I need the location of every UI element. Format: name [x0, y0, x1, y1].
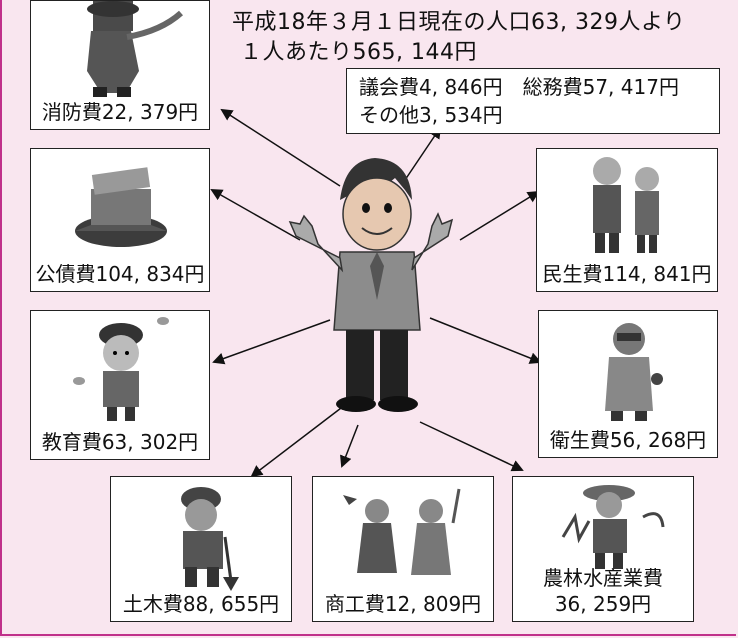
- arrow-debt: [210, 189, 301, 241]
- education-expense-box: 教育費63, 302円: [30, 310, 210, 460]
- per-capita-line: １人あたり565, 144円: [240, 40, 477, 65]
- welfare-expense-box: 民生費114, 841円: [536, 148, 718, 292]
- council-general-box: 議会費4, 846円 総務費57, 417円 その他3, 534円: [346, 68, 720, 134]
- student-icon: [73, 317, 169, 421]
- agriculture-expense-box: 農林水産業費 36, 259円: [512, 476, 694, 622]
- arrow-civil: [250, 404, 346, 478]
- arrow-commerce: [340, 424, 359, 468]
- arrow-council: [404, 126, 442, 181]
- merchants-icon: [343, 488, 461, 575]
- debt-expense-label: 公債費104, 834円: [35, 262, 205, 286]
- population-line: 平成18年３月１日現在の人口63, 329人より: [232, 10, 686, 35]
- doctor-icon: [605, 323, 663, 421]
- firefighter-icon: [87, 1, 184, 97]
- farmer-icon: [561, 485, 665, 569]
- education-expense-label: 教育費63, 302円: [41, 430, 199, 454]
- arrow-education: [212, 319, 331, 365]
- elderly-couple-icon: [593, 157, 659, 253]
- agriculture-expense-label: 農林水産業費 36, 259円: [513, 565, 693, 617]
- civil-engineering-expense-box: 土木費88, 655円: [110, 476, 292, 622]
- arrow-health: [429, 317, 542, 364]
- other-expense-line: その他3, 534円: [359, 103, 503, 127]
- welfare-expense-label: 民生費114, 841円: [542, 262, 712, 286]
- debt-expense-box: 公債費104, 834円: [30, 148, 210, 292]
- civil-engineering-expense-label: 土木費88, 655円: [122, 592, 280, 616]
- population-note: 平成18年３月１日現在の人口63, 329人より １人あたり565, 144円: [232, 8, 686, 68]
- commerce-expense-label: 商工費12, 809円: [324, 592, 482, 616]
- money-stack-icon: [75, 167, 167, 247]
- health-expense-label: 衛生費56, 268円: [549, 428, 707, 452]
- arrow-welfare: [459, 190, 540, 241]
- commerce-expense-box: 商工費12, 809円: [312, 476, 494, 622]
- arrow-agriculture: [419, 421, 524, 472]
- arrow-fire: [220, 108, 341, 187]
- fire-expense-label: 消防費22, 379円: [41, 100, 199, 124]
- fire-expense-box: 消防費22, 379円: [30, 0, 210, 130]
- agriculture-name: 農林水産業費: [543, 566, 663, 590]
- construction-worker-icon: [181, 487, 239, 591]
- agriculture-amount: 36, 259円: [554, 592, 652, 616]
- health-expense-box: 衛生費56, 268円: [538, 310, 718, 458]
- council-general-line: 議会費4, 846円 総務費57, 417円: [359, 75, 679, 99]
